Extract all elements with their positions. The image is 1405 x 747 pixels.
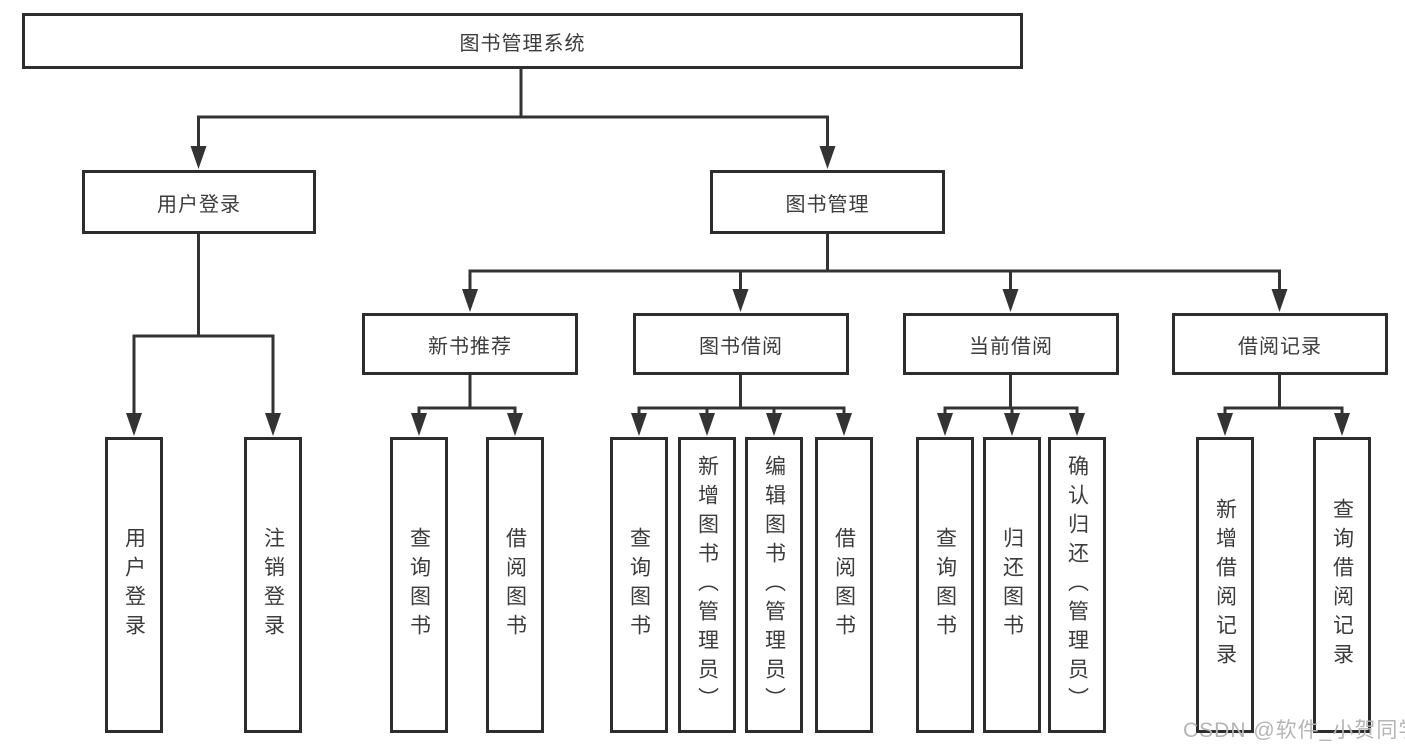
csdn-watermark: CSDN @软件_小贺同学: [1183, 719, 1405, 742]
leaf-query-books-borrowing: 查询图书: [610, 437, 668, 733]
leaf-label: 借阅图书: [503, 527, 527, 643]
leaf-edit-book-admin: 编辑图书（管理员）: [745, 437, 803, 733]
node-label: 新书推荐: [428, 335, 512, 358]
leaf-add-book-admin: 新增图书（管理员）: [678, 437, 736, 733]
leaf-label: 查询借阅记录: [1330, 498, 1354, 672]
node-label: 图书管理: [785, 193, 870, 216]
leaf-user-login: 用户登录: [105, 437, 163, 733]
leaf-return-books: 归还图书: [983, 437, 1041, 733]
leaf-label: 新增借阅记录: [1213, 498, 1237, 672]
leaf-label: 用户登录: [122, 527, 146, 643]
leaf-confirm-return-admin: 确认归还（管理员）: [1048, 437, 1106, 733]
node-borrowing-records: 借阅记录: [1172, 313, 1388, 375]
node-current-borrowing: 当前借阅: [903, 313, 1119, 375]
node-label: 用户登录: [157, 193, 241, 216]
leaf-label: 编辑图书（管理员）: [762, 454, 786, 716]
leaf-logout: 注销登录: [244, 437, 302, 733]
node-label: 图书管理系统: [459, 32, 586, 55]
leaf-label: 查询图书: [627, 527, 651, 643]
leaf-query-books-current: 查询图书: [916, 437, 974, 733]
node-label: 图书借阅: [699, 335, 783, 358]
leaf-label: 查询图书: [407, 527, 431, 643]
leaf-label: 借阅图书: [832, 527, 856, 643]
leaf-borrow-books-borrowing: 借阅图书: [815, 437, 873, 733]
node-new-book-recommendation: 新书推荐: [362, 313, 578, 375]
leaf-add-borrow-record: 新增借阅记录: [1196, 437, 1254, 733]
node-label: 当前借阅: [969, 335, 1053, 358]
node-book-management: 图书管理: [710, 170, 945, 234]
leaf-query-borrow-record: 查询借阅记录: [1313, 437, 1371, 733]
leaf-label: 确认归还（管理员）: [1065, 454, 1089, 716]
leaf-label: 新增图书（管理员）: [695, 454, 719, 716]
leaf-query-books-recommend: 查询图书: [390, 437, 448, 733]
leaf-label: 注销登录: [261, 527, 285, 643]
node-book-borrowing: 图书借阅: [633, 313, 849, 375]
node-user-login: 用户登录: [82, 170, 316, 234]
node-label: 借阅记录: [1238, 335, 1322, 358]
leaf-borrow-books-recommend: 借阅图书: [486, 437, 544, 733]
leaf-label: 查询图书: [933, 527, 957, 643]
leaf-label: 归还图书: [1000, 527, 1024, 643]
node-library-management-system: 图书管理系统: [22, 13, 1023, 69]
